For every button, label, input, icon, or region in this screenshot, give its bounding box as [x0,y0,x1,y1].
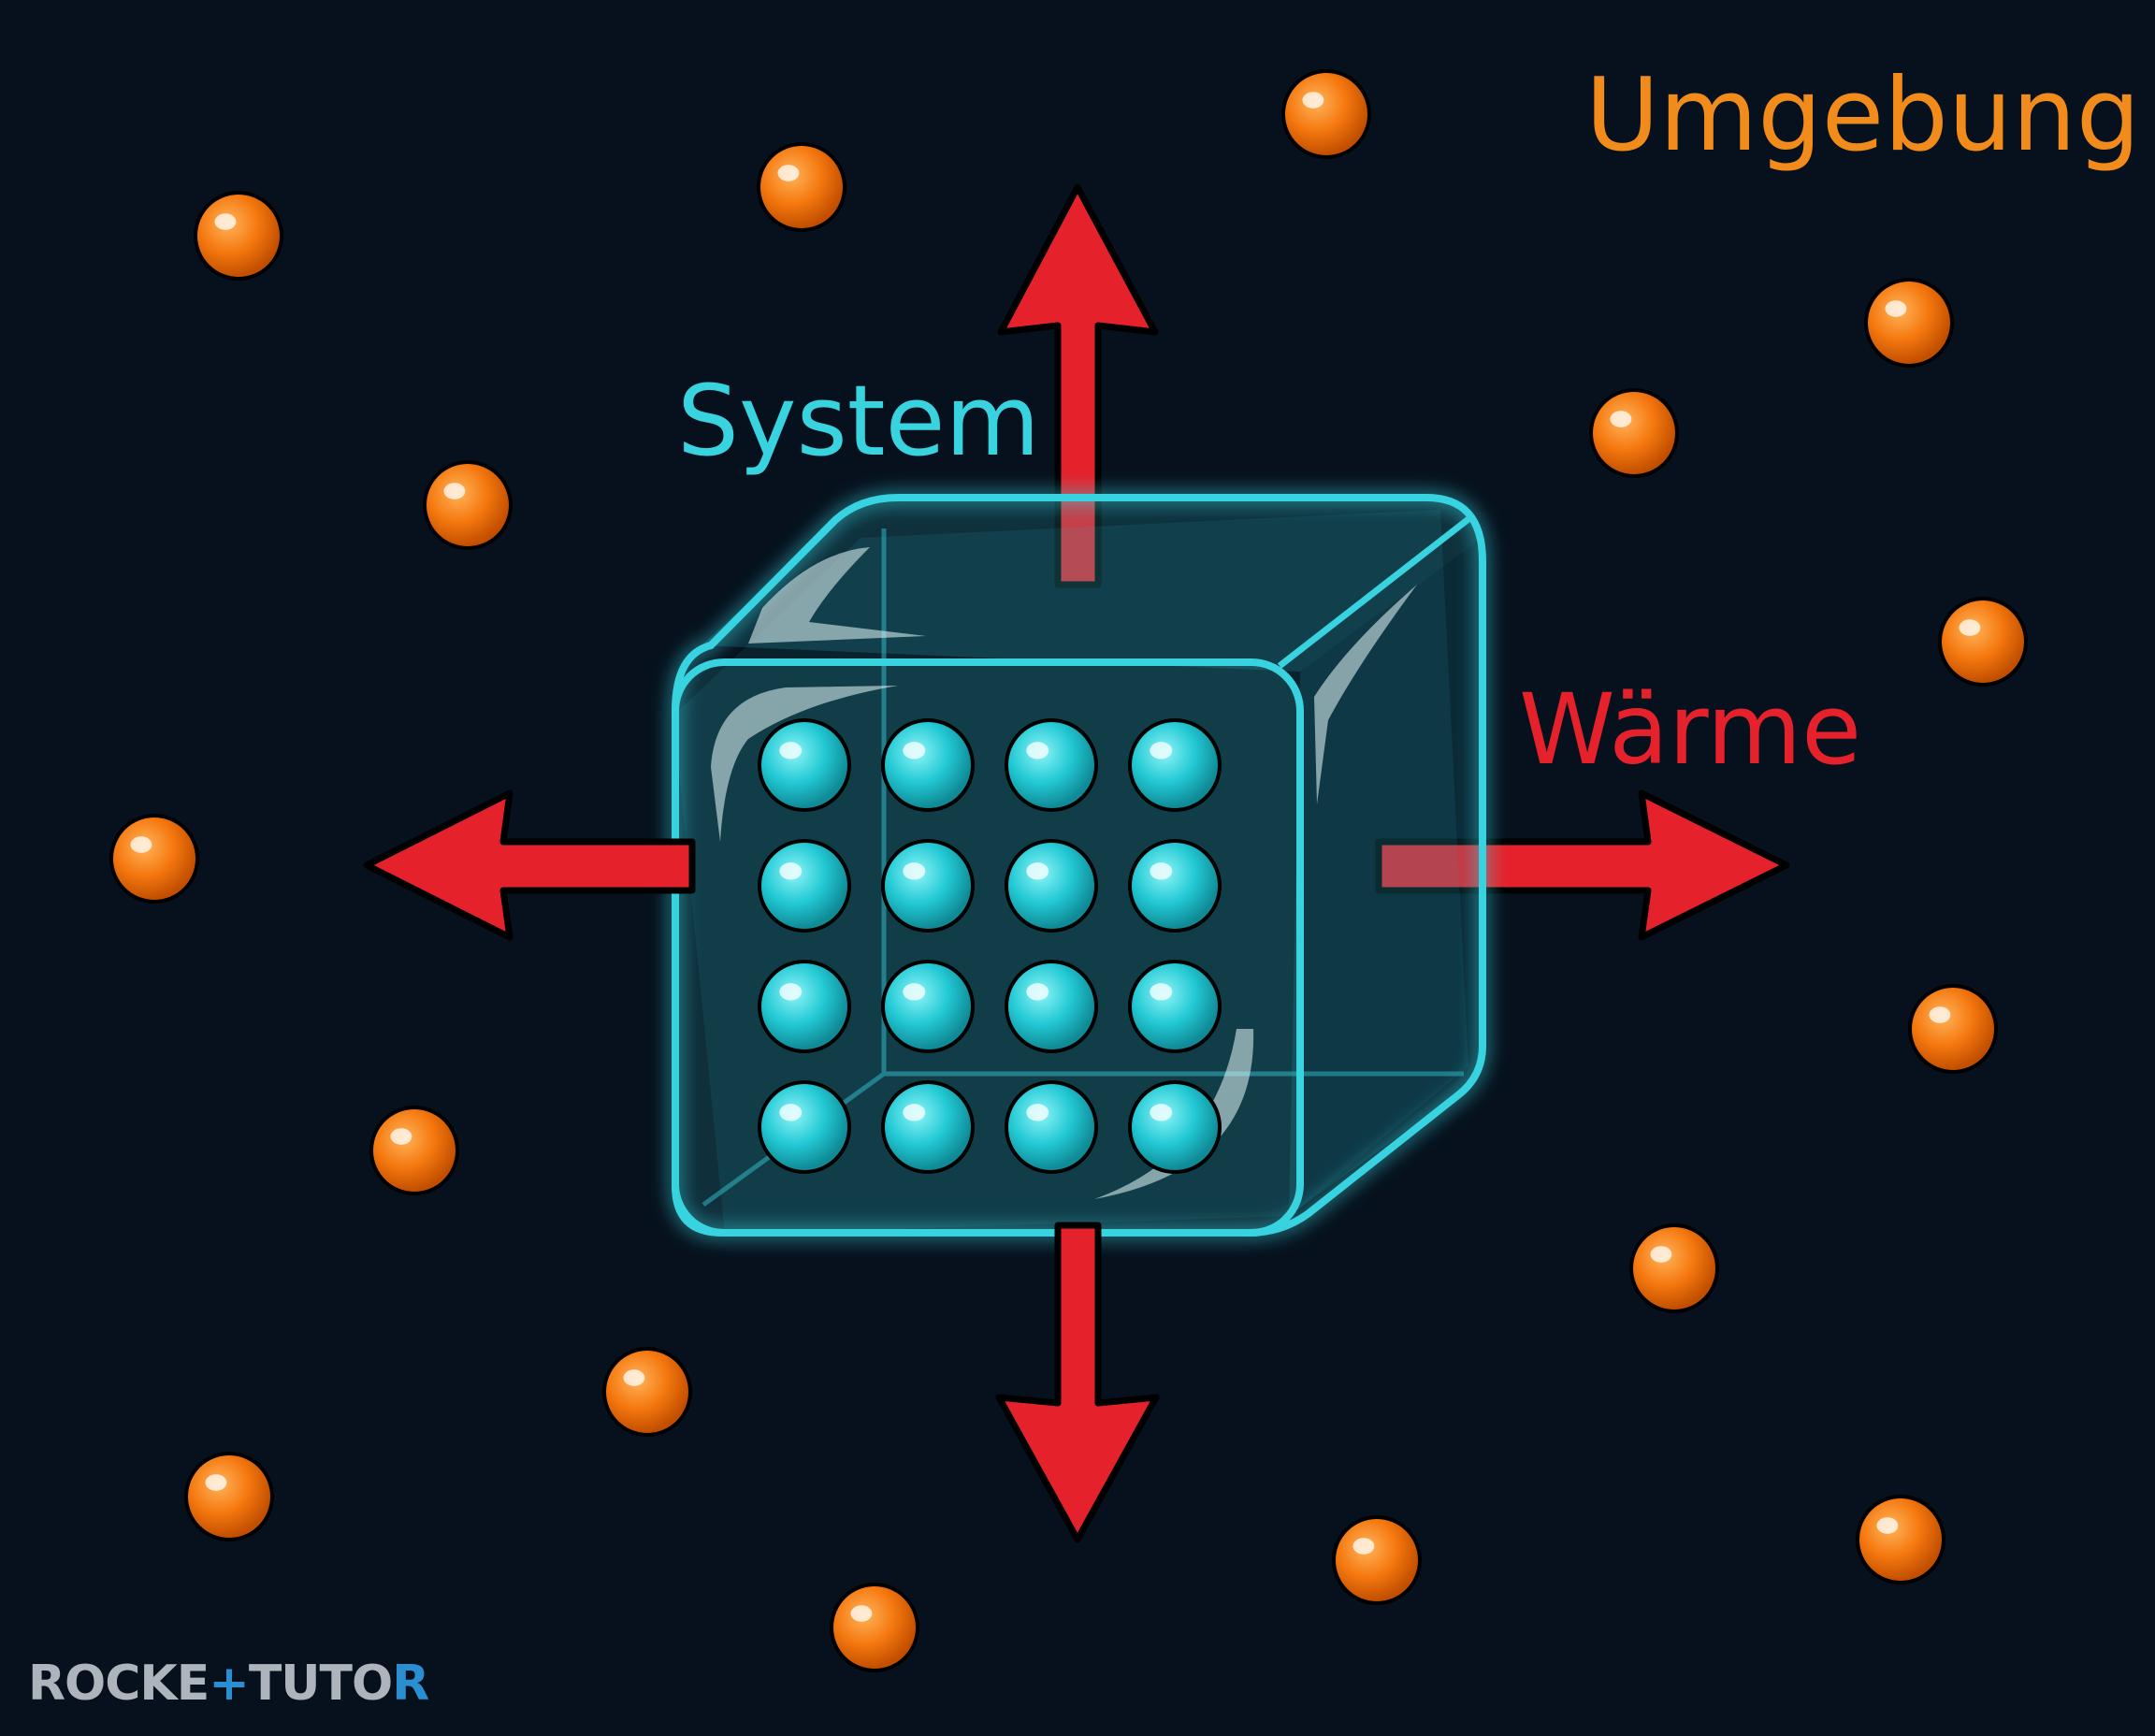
orange-sphere-icon [830,1583,919,1672]
orange-sphere-icon [194,191,283,281]
logo-text-end: TUTO [248,1656,393,1712]
cyan-sphere-icon [881,718,975,812]
cyan-sphere-icon [758,960,851,1053]
cyan-sphere-icon [1005,718,1098,812]
orange-sphere-icon [1908,984,1998,1074]
cyan-sphere-icon [1005,960,1098,1053]
cyan-sphere-icon [1005,839,1098,933]
logo-text-start: ROCKE [28,1656,210,1712]
cyan-sphere-icon [1128,718,1222,812]
cyan-sphere-icon [881,960,975,1053]
cyan-sphere-icon [758,718,851,812]
orange-sphere-icon [109,814,199,904]
orange-sphere-icon [1864,278,1954,368]
heat-label: Wärme [1519,673,1862,787]
cyan-sphere-icon [1128,1080,1222,1174]
environment-label: Umgebung [1585,57,2141,174]
transparent-cube-icon [672,494,1486,1237]
cyan-sphere-icon [881,1080,975,1174]
arrow-icon [997,183,1159,588]
rocketutor-logo: ROCKE+TUTOR [28,1659,429,1708]
arrow-icon [1375,789,1790,941]
orange-sphere-icon [1332,1515,1422,1605]
orange-sphere-icon [1856,1495,1945,1584]
logo-text-accent: R [392,1656,429,1712]
orange-sphere-icon [1938,597,2028,687]
orange-sphere-icon [184,1452,274,1541]
cyan-sphere-icon [881,839,975,933]
orange-sphere-icon [423,460,513,550]
cyan-sphere-icon [1005,1080,1098,1174]
orange-sphere-icon [757,142,846,232]
cyan-sphere-icon [758,839,851,933]
orange-sphere-icon [369,1106,459,1195]
cyan-sphere-icon [1128,839,1222,933]
arrow-icon [363,789,696,941]
system-label: System [677,364,1040,478]
arrow-icon [995,1222,1160,1543]
orange-sphere-icon [1629,1223,1719,1313]
logo-plus-mark: + [209,1656,250,1712]
cyan-sphere-icon [758,1080,851,1174]
orange-sphere-icon [602,1347,692,1437]
orange-sphere-icon [1589,388,1679,478]
orange-sphere-icon [1281,69,1371,159]
cyan-sphere-icon [1128,960,1222,1053]
